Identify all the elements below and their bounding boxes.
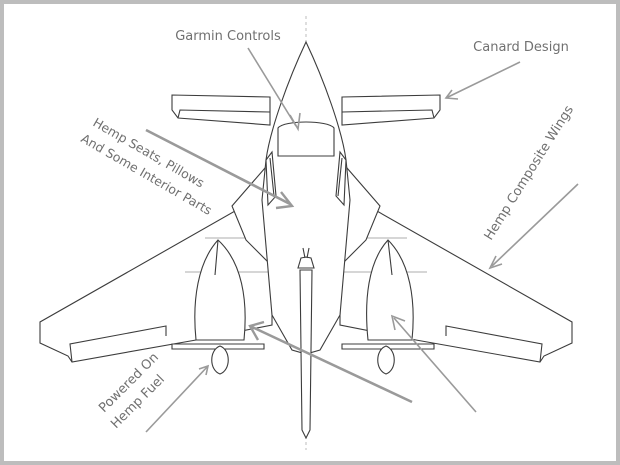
aircraft-diagram: Garmin Controls Canard Design Hemp Seats… — [39, 16, 579, 450]
canard-pointer — [444, 61, 521, 100]
left-canard — [171, 94, 271, 126]
right-engine — [341, 239, 435, 375]
wings-pointer — [488, 183, 579, 270]
label-hemp-composite-wings: Hemp Composite Wings — [482, 103, 577, 243]
hemp-seats-pointer — [145, 128, 295, 210]
left-engine — [171, 239, 265, 375]
label-garmin-controls: Garmin Controls — [175, 29, 281, 44]
engine-pointer — [390, 314, 477, 413]
fuselage — [261, 40, 351, 440]
right-canard — [341, 94, 441, 126]
garmin-pointer — [247, 47, 301, 132]
interior-pointer — [248, 320, 413, 404]
hemp-fuel-pointer — [145, 364, 210, 433]
label-canard-design: Canard Design — [473, 40, 569, 55]
